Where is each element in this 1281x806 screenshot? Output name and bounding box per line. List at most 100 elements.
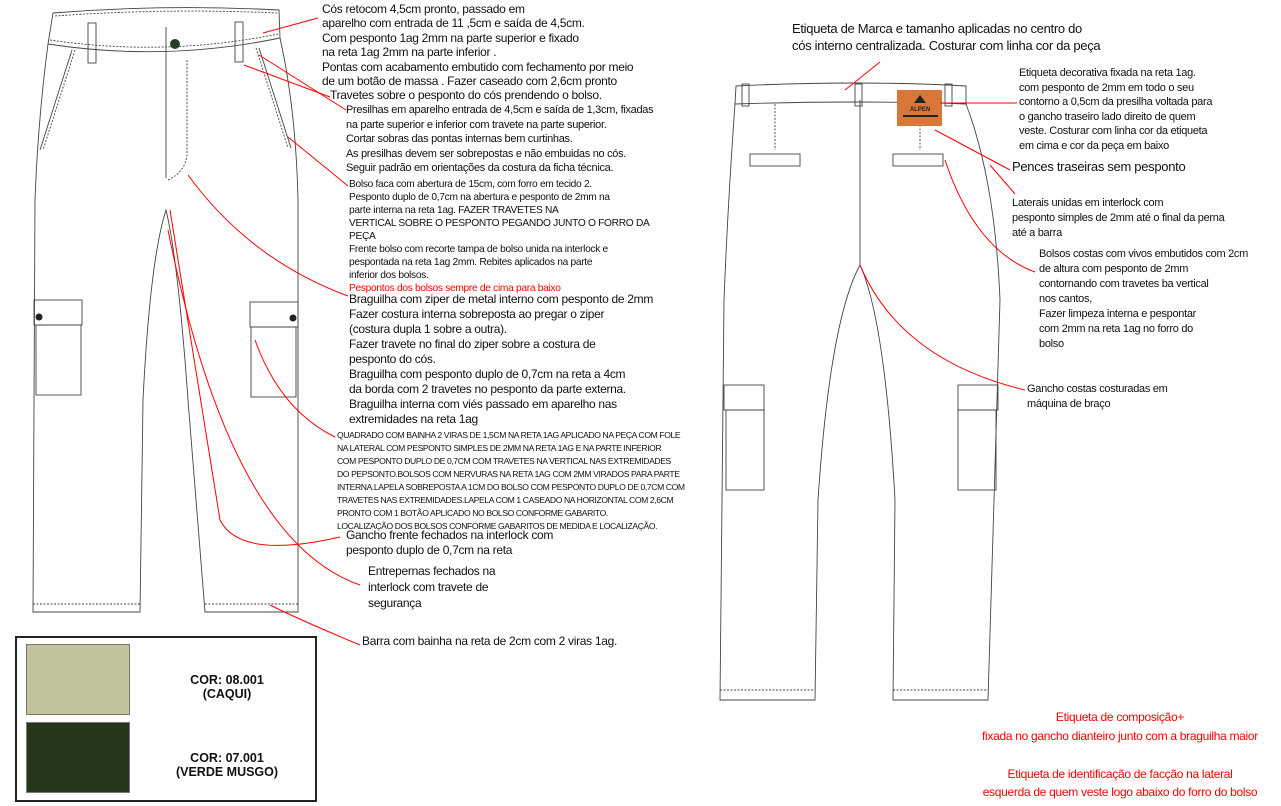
left-pocket-opening: [39, 49, 73, 151]
note-line: PEÇA: [349, 231, 376, 242]
swatch-verde-musgo: [26, 722, 130, 793]
back-cargo-pocket: [725, 409, 765, 491]
left-cargo-pocket: [35, 324, 82, 396]
note-line: nos cantos,: [1039, 293, 1092, 305]
note-line: Bolso faca com abertura de 15cm, com for…: [349, 179, 592, 190]
bartack-note: Travetes sobre o pesponto do cós prenden…: [330, 88, 602, 102]
note-line: Etiqueta de Marca e tamanho aplicadas no…: [792, 21, 1082, 36]
note-line: Frente bolso com recorte tampa de bolso …: [349, 244, 608, 255]
note-line: pesponto simples de 2mm até o final da p…: [1012, 212, 1225, 224]
color-name: (CAQUI): [202, 687, 252, 701]
note-line: NA LATERAL COM PESPONTO SIMPLES DE 2MM N…: [337, 443, 662, 453]
note-line: Braguilha com pesponto duplo de 0,7cm na…: [349, 367, 626, 381]
label-brand-text: ALPEN: [910, 107, 930, 113]
note-line: COM PESPONTO DUPLO DE 0,7CM COM TRAVETES…: [337, 456, 671, 466]
note-line: de um botão de massa . Fazer caseado com…: [322, 74, 617, 89]
decorative-label-note: Etiqueta decorativa fixada na reta 1ag. c…: [1019, 66, 1212, 153]
note-line: Pontas com acabamento embutido com fecha…: [322, 59, 634, 74]
note-line: PRONTO COM 1 BOTÃO APLICADO NO BOLSO CON…: [337, 508, 608, 518]
note-line: máquina de braço: [1027, 398, 1111, 410]
right-pocket-opening: [258, 47, 292, 149]
note-line: aparelho com entrada de 11 ,5cm e saída …: [322, 16, 585, 31]
note-line: extremidades na reta 1ag: [349, 412, 478, 426]
note-line: Fazer costura interna sobreposta ao preg…: [349, 307, 605, 321]
back-left-welt-pocket: [749, 153, 801, 167]
inseam-note: Entrepernas fechados na interlock com tra…: [368, 563, 496, 611]
back-cargo-pocket: [957, 409, 997, 491]
note-line: QUADRADO COM BAINHA 2 VIRAS DE 1,5CM NA …: [337, 430, 681, 440]
note-line: pesponto duplo de 0,7cm na reta: [346, 543, 513, 557]
hem-note: Barra com bainha na reta de 2cm com 2 vi…: [362, 634, 618, 648]
note-line: segurança: [368, 596, 422, 610]
color-code: COR: 07.001: [190, 751, 264, 765]
note-line: na parte superior e inferior com travete…: [346, 118, 607, 131]
note-line: Entrepernas fechados na: [368, 564, 496, 578]
belt-loop: [854, 83, 863, 107]
color-label-verde-musgo: COR: 07.001 (VERDE MUSGO): [147, 751, 307, 779]
right-cargo-pocket: [250, 326, 297, 398]
belt-loops-note: Presilhas em aparelho entrada de 4,5cm e…: [346, 103, 654, 176]
belt-loop: [944, 83, 953, 107]
note-line: pespontada na reta 1ag 2mm. Rebites apli…: [349, 257, 593, 268]
note-line: contorno a 0,5cm da presilha voltada par…: [1019, 96, 1213, 108]
note-line: fixada no gancho dianteiro junto com a b…: [982, 729, 1258, 743]
note-line: cós interno centralizada. Costurar com l…: [792, 38, 1101, 53]
note-line: Com pesponto 1ag 2mm na parte superior e…: [322, 30, 579, 45]
note-line: da borda com 2 travetes no pesponto da p…: [349, 382, 626, 396]
note-line: inferior dos bolsos.: [349, 270, 429, 281]
cargo-button: [289, 314, 297, 322]
cargo-button: [35, 313, 43, 321]
front-pocket-note: Bolso faca com abertura de 15cm, com for…: [349, 178, 650, 282]
id-label-note: Etiqueta de identificação de facção na l…: [960, 765, 1280, 801]
back-cargo-flap: [723, 384, 765, 411]
waist-button: [170, 39, 180, 49]
note-line: contornando com travetes ba vertical: [1039, 278, 1209, 290]
note-line: Laterais unidas em interlock com: [1012, 197, 1164, 209]
back-right-welt-pocket: [892, 153, 944, 167]
note-line: VERTICAL SOBRE O PESPONTO PEGANDO JUNTO …: [349, 218, 650, 229]
note-line: o gancho traseiro lado direito de quem: [1019, 110, 1196, 123]
note-line: Pesponto duplo de 0,7cm na abertura e pe…: [349, 192, 610, 203]
note-line: na reta 1ag 2mm na parte inferior .: [322, 45, 497, 60]
fly-note: Braguilha com ziper de metal interno com…: [349, 292, 653, 427]
belt-loop: [234, 21, 244, 63]
note-line: veste. Costurar com linha cor da etiquet…: [1019, 125, 1208, 137]
pocket-stitch-warning: Pespontos dos bolsos sempre de cima para…: [349, 283, 561, 294]
note-line: Etiqueta decorativa fixada na reta 1ag.: [1019, 67, 1196, 79]
right-cargo-flap: [249, 301, 299, 328]
back-pants-drawing: [719, 82, 1001, 701]
note-line: As presilhas devem ser sobrepostas e não…: [346, 147, 627, 160]
note-line: Bolsos costas com vivos embutidos com 2c…: [1039, 248, 1249, 260]
note-line: Braguilha interna com viés passado em ap…: [349, 397, 617, 411]
note-line: Gancho costas costuradas em: [1027, 383, 1168, 395]
belt-loop: [741, 83, 750, 107]
note-line: Fazer travete no final do ziper sobre a …: [349, 337, 596, 351]
note-line: Braguilha com ziper de metal interno com…: [349, 292, 654, 306]
color-code: COR: 08.001: [190, 673, 264, 687]
darts-note: Pences traseiras sem pesponto: [1012, 159, 1186, 174]
note-line: DO PEPSONTO.BOLSOS COM NERVURAS NA RETA …: [337, 469, 680, 479]
note-line: esquerda de quem veste logo abaixo do fo…: [982, 785, 1258, 799]
front-pants-drawing: [32, 7, 299, 613]
note-line: em cima e cor da peça em baixo: [1019, 139, 1169, 152]
composition-label-note: Etiqueta de composição+ fixada no gancho …: [960, 708, 1280, 746]
note-line: pesponto do cós.: [349, 352, 436, 366]
side-seams-note: Laterais unidas em interlock com pesponto…: [1012, 196, 1225, 241]
note-line: interlock com travete de: [368, 580, 489, 594]
note-line: Fazer limpeza interna e pespontar: [1039, 308, 1197, 320]
back-cargo-flap: [957, 384, 999, 411]
note-line: com 2mm na reta 1ag no forro do: [1039, 323, 1193, 335]
left-cargo-flap: [33, 299, 83, 326]
note-line: Etiqueta de composição+: [1055, 710, 1185, 724]
note-line: bolso: [1039, 338, 1064, 350]
note-line: (costura dupla 1 sobre a outra).: [349, 322, 507, 336]
front-waistband: [47, 7, 281, 53]
color-name: (VERDE MUSGO): [175, 765, 279, 779]
mountain-logo-icon: [914, 95, 926, 103]
note-line: com pesponto de 2mm em todo o seu: [1019, 81, 1194, 94]
note-line: Etiqueta de identificação de facção na l…: [1007, 767, 1233, 781]
fly-topstitch: [167, 60, 188, 181]
